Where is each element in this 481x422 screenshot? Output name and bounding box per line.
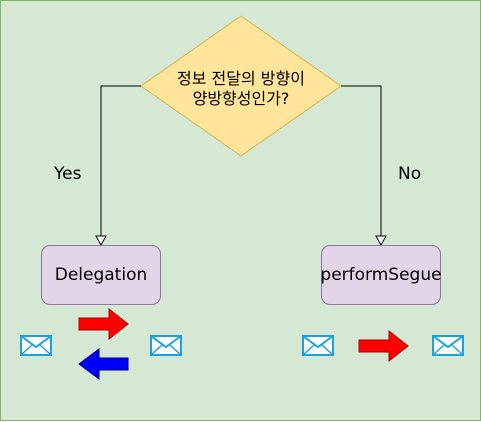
no-connector-arrowhead — [375, 235, 387, 247]
decision-label-line-2: 양방향성인가? — [192, 89, 290, 108]
red-arrow-right-icon — [358, 329, 409, 363]
yes-connector — [100, 85, 141, 237]
no-connector — [341, 85, 382, 237]
decision-label: 정보 전달의 방향이 양방향성인가? — [151, 59, 331, 119]
envelope-icon — [150, 335, 182, 356]
delegation-node[interactable]: Delegation — [41, 245, 161, 305]
decision-label-line-1: 정보 전달의 방향이 — [177, 69, 305, 88]
envelope-icon — [432, 335, 464, 356]
yes-label: Yes — [54, 164, 82, 184]
perform-segue-node[interactable]: performSegue — [320, 245, 442, 305]
decision-diamond[interactable] — [140, 15, 342, 157]
yes-connector-arrowhead — [95, 235, 107, 247]
envelope-icon — [302, 335, 334, 356]
envelope-icon — [20, 335, 52, 356]
red-arrow-right-icon — [78, 307, 129, 341]
no-label: No — [398, 164, 422, 184]
blue-arrow-left-icon — [78, 348, 129, 380]
